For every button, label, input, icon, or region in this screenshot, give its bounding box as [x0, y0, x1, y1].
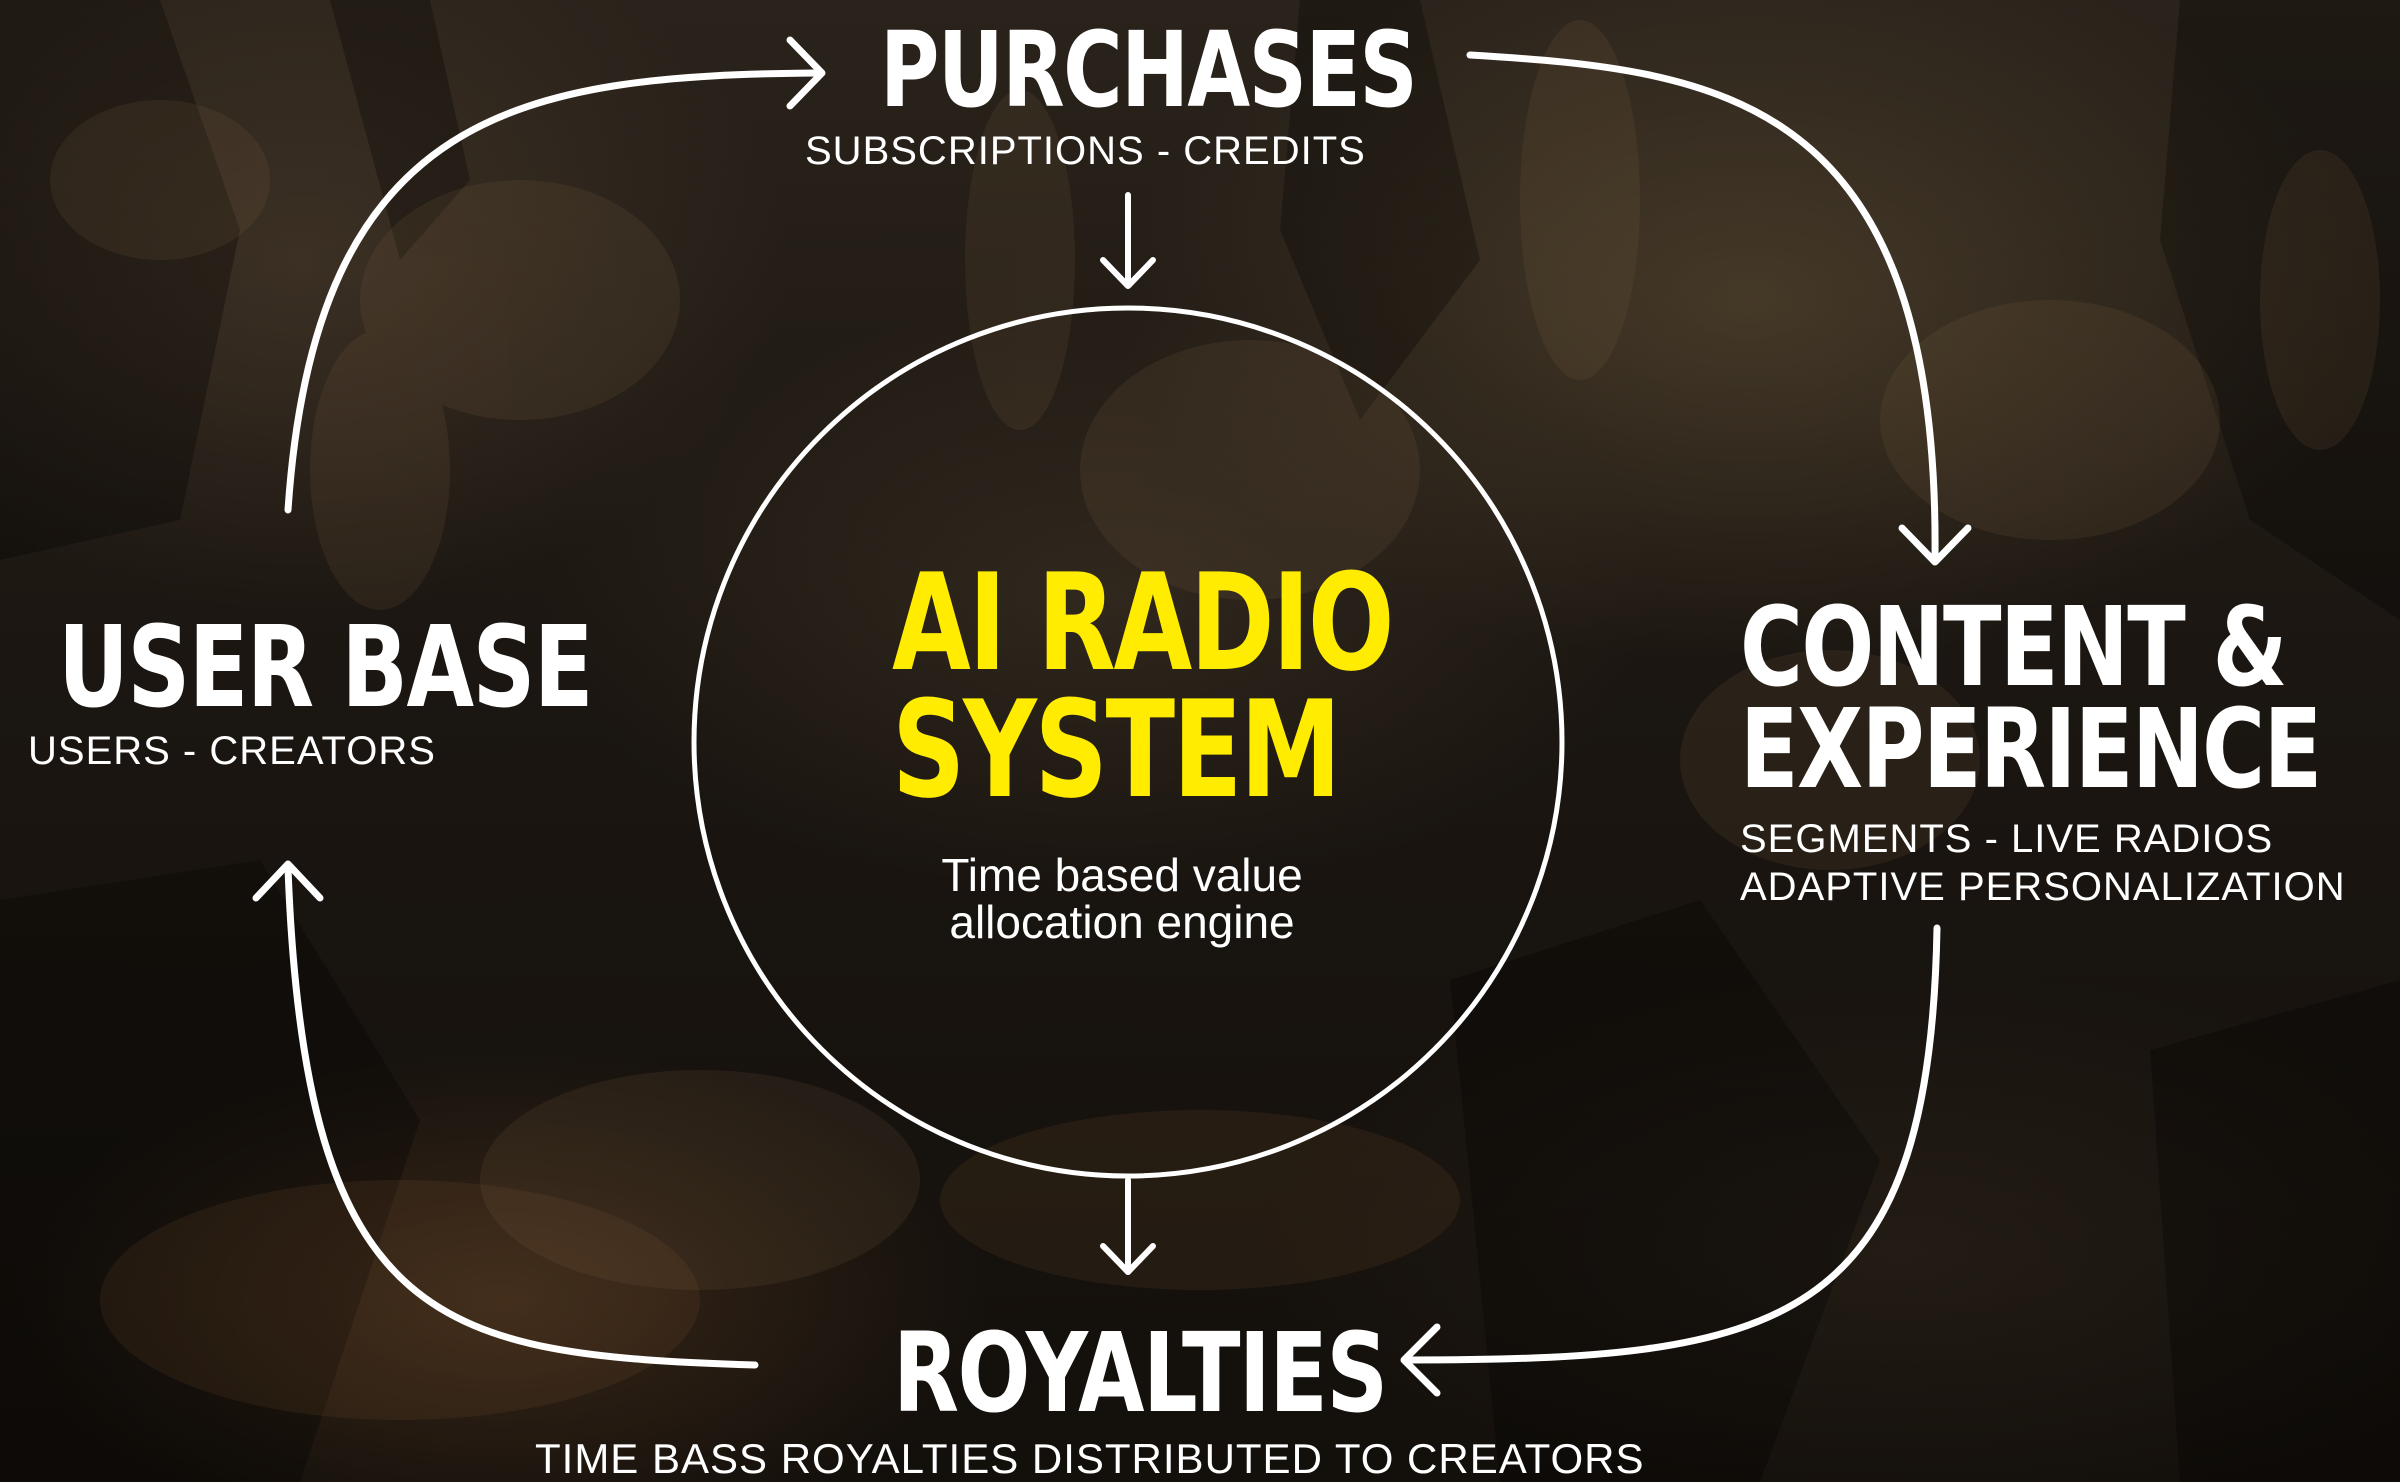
content-subtitle: SEGMENTS - LIVE RADIOS ADAPTIVE PERSONAL…: [1740, 815, 2346, 911]
userbase-subtitle: USERS - CREATORS: [28, 729, 436, 773]
center-circle: [691, 305, 1565, 1179]
arrow-content-to-royalties: [1401, 924, 1941, 1364]
purchases-subtitle: SUBSCRIPTIONS - CREDITS: [805, 129, 1366, 173]
content-title-line1: CONTENT &: [1740, 583, 2287, 711]
content-subtitle-line2: ADAPTIVE PERSONALIZATION: [1740, 865, 2346, 909]
purchases-title: PURCHASES: [880, 9, 1418, 131]
arrowhead-userbase-to-purchases: [786, 36, 826, 110]
center-title: AI RADIO SYSTEM: [892, 545, 1394, 829]
content-title: CONTENT & EXPERIENCE: [1740, 583, 2322, 814]
center-title-line2: SYSTEM: [892, 672, 1341, 829]
arrowhead-content-to-royalties: [1400, 1323, 1441, 1397]
arrow-purchases-to-content: [1466, 51, 1939, 564]
arrow-userbase-to-purchases: [284, 69, 824, 514]
center-subtitle-line1: Time based value: [941, 849, 1303, 901]
arrowhead-purchases-to-center: [1100, 257, 1156, 289]
arrowhead-center-to-royalties: [1100, 1243, 1156, 1275]
userbase-title: USER BASE: [58, 603, 594, 733]
arrow-royalties-to-userbase: [284, 864, 759, 1369]
royalties-subtitle: TIME BASS ROYALTIES DISTRIBUTED TO CREAT…: [535, 1435, 1645, 1482]
center-subtitle-line2: allocation engine: [949, 895, 1295, 948]
arrowhead-royalties-to-userbase: [252, 860, 324, 902]
royalties-title: ROYALTIES: [893, 1309, 1388, 1437]
arrowhead-purchases-to-content: [1898, 524, 1972, 566]
content-subtitle-line1: SEGMENTS - LIVE RADIOS: [1740, 817, 2274, 861]
center-subtitle: Time based value allocation engine: [842, 852, 1402, 946]
center-title-line1: AI RADIO: [892, 545, 1394, 701]
content-title-line2: EXPERIENCE: [1740, 685, 2322, 814]
